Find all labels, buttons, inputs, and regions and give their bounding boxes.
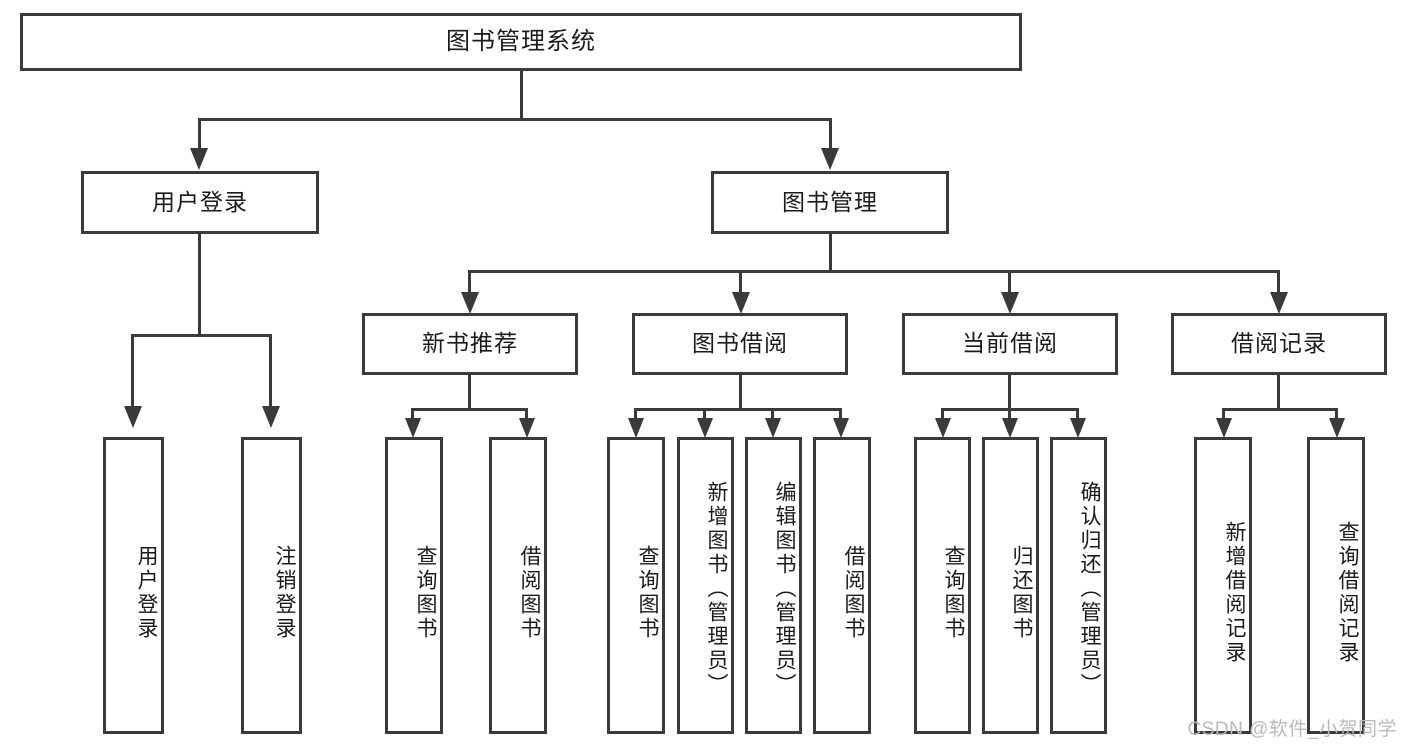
node-user-login-label: 用户登录 bbox=[152, 188, 248, 215]
edge-root-to-user-login bbox=[198, 118, 201, 150]
leaf-user-login[interactable]: 用户登录 bbox=[103, 437, 164, 734]
edge-br-drop-2 bbox=[1335, 408, 1338, 420]
node-book-borrow[interactable]: 图书借阅 bbox=[632, 313, 848, 375]
leaf-return-book[interactable]: 归还图书 bbox=[982, 437, 1039, 734]
leaf-return-book-label: 归还图书 bbox=[1010, 544, 1033, 641]
edge-root-bus bbox=[198, 118, 832, 121]
leaf-query-book-2[interactable]: 查询图书 bbox=[607, 437, 665, 734]
edge-cb-stem bbox=[1008, 375, 1011, 408]
leaf-query-book-3[interactable]: 查询图书 bbox=[914, 437, 971, 734]
edge-user-login-stem bbox=[198, 234, 201, 334]
edge-bb-drop-3 bbox=[771, 408, 774, 420]
edge-br-stem bbox=[1277, 375, 1280, 408]
leaf-query-book-1[interactable]: 查询图书 bbox=[385, 437, 443, 734]
edge-nbr-drop-2 bbox=[525, 408, 528, 420]
leaf-user-login-label: 用户登录 bbox=[135, 544, 158, 641]
leaf-add-book[interactable]: 新增图书（管理员） bbox=[677, 437, 734, 734]
edge-root-stem bbox=[520, 71, 523, 118]
leaf-logout-login[interactable]: 注销登录 bbox=[241, 437, 302, 734]
leaf-borrow-book-2[interactable]: 借阅图书 bbox=[813, 437, 871, 734]
node-borrow-record[interactable]: 借阅记录 bbox=[1171, 313, 1387, 375]
node-book-borrow-label: 图书借阅 bbox=[692, 330, 788, 357]
watermark-text: CSDN @软件_小贺同学 bbox=[1187, 719, 1397, 740]
arrow-user-login-leaf-1 bbox=[124, 406, 142, 428]
arrow-bm-to-book-borrow bbox=[732, 292, 750, 314]
arrow-bb-leaf-2 bbox=[697, 418, 713, 438]
leaf-logout-login-label: 注销登录 bbox=[273, 544, 296, 641]
edge-bm-drop-3 bbox=[1008, 270, 1011, 294]
node-borrow-record-label: 借阅记录 bbox=[1231, 330, 1327, 357]
edge-bb-drop-1 bbox=[634, 408, 637, 420]
arrow-bm-to-new-book-rec bbox=[461, 292, 479, 314]
edge-user-login-drop-2 bbox=[269, 334, 272, 408]
node-root-label: 图书管理系统 bbox=[446, 27, 596, 55]
edge-book-manage-bus bbox=[468, 270, 1280, 273]
leaf-query-record[interactable]: 查询借阅记录 bbox=[1307, 437, 1365, 734]
leaf-borrow-book-1[interactable]: 借阅图书 bbox=[489, 437, 547, 734]
leaf-query-book-1-label: 查询图书 bbox=[414, 544, 437, 641]
node-current-borrow[interactable]: 当前借阅 bbox=[902, 313, 1118, 375]
arrow-nbr-leaf-1 bbox=[405, 418, 421, 438]
edge-bm-drop-2 bbox=[739, 270, 742, 294]
edge-bb-drop-4 bbox=[839, 408, 842, 420]
edge-user-login-drop-1 bbox=[131, 334, 134, 408]
edge-nbr-drop-1 bbox=[411, 408, 414, 420]
edge-root-to-book-manage bbox=[829, 118, 832, 150]
leaf-add-record-label: 新增借阅记录 bbox=[1223, 520, 1246, 665]
arrow-bb-leaf-3 bbox=[765, 418, 781, 438]
edge-cb-drop-3 bbox=[1076, 408, 1079, 420]
arrow-nbr-leaf-2 bbox=[519, 418, 535, 438]
edge-bb-bus bbox=[634, 408, 842, 411]
node-book-manage-label: 图书管理 bbox=[782, 188, 878, 215]
arrow-cb-leaf-3 bbox=[1070, 418, 1086, 438]
node-user-login[interactable]: 用户登录 bbox=[81, 171, 319, 234]
edge-user-login-bus bbox=[131, 334, 271, 337]
node-current-borrow-label: 当前借阅 bbox=[962, 330, 1058, 357]
leaf-borrow-book-1-label: 借阅图书 bbox=[518, 544, 541, 641]
edge-bb-drop-2 bbox=[703, 408, 706, 420]
edge-br-drop-1 bbox=[1222, 408, 1225, 420]
arrow-cb-leaf-1 bbox=[935, 418, 951, 438]
node-new-book-rec[interactable]: 新书推荐 bbox=[362, 313, 578, 375]
edge-bb-stem bbox=[739, 375, 742, 408]
node-root[interactable]: 图书管理系统 bbox=[20, 13, 1022, 71]
arrow-user-login-leaf-2 bbox=[262, 406, 280, 428]
edge-bm-drop-4 bbox=[1277, 270, 1280, 294]
leaf-confirm-return[interactable]: 确认归还（管理员） bbox=[1050, 437, 1107, 734]
leaf-confirm-return-label: 确认归还（管理员） bbox=[1078, 480, 1101, 697]
node-book-manage[interactable]: 图书管理 bbox=[711, 171, 949, 234]
edge-cb-drop-1 bbox=[941, 408, 944, 420]
leaf-edit-book-label: 编辑图书（管理员） bbox=[773, 480, 796, 697]
leaf-add-book-label: 新增图书（管理员） bbox=[705, 480, 728, 697]
edge-bm-drop-1 bbox=[468, 270, 471, 294]
arrow-root-to-book-manage bbox=[821, 148, 839, 170]
leaf-query-record-label: 查询借阅记录 bbox=[1336, 520, 1359, 665]
arrow-bb-leaf-1 bbox=[628, 418, 644, 438]
edge-nbr-stem bbox=[468, 375, 471, 408]
edge-nbr-bus bbox=[411, 408, 528, 411]
node-new-book-rec-label: 新书推荐 bbox=[422, 330, 518, 357]
arrow-br-leaf-1 bbox=[1216, 418, 1232, 438]
leaf-add-record[interactable]: 新增借阅记录 bbox=[1194, 437, 1252, 734]
arrow-bb-leaf-4 bbox=[833, 418, 849, 438]
arrow-bm-to-current-borrow bbox=[1001, 292, 1019, 314]
arrow-br-leaf-2 bbox=[1329, 418, 1345, 438]
arrow-root-to-user-login bbox=[190, 148, 208, 170]
arrow-bm-to-borrow-record bbox=[1270, 292, 1288, 314]
leaf-query-book-2-label: 查询图书 bbox=[636, 544, 659, 641]
arrow-cb-leaf-2 bbox=[1002, 418, 1018, 438]
leaf-query-book-3-label: 查询图书 bbox=[942, 544, 965, 641]
edge-cb-drop-2 bbox=[1008, 408, 1011, 420]
leaf-borrow-book-2-label: 借阅图书 bbox=[842, 544, 865, 641]
edge-book-manage-stem bbox=[829, 234, 832, 270]
leaf-edit-book[interactable]: 编辑图书（管理员） bbox=[745, 437, 802, 734]
edge-br-bus bbox=[1222, 408, 1338, 411]
